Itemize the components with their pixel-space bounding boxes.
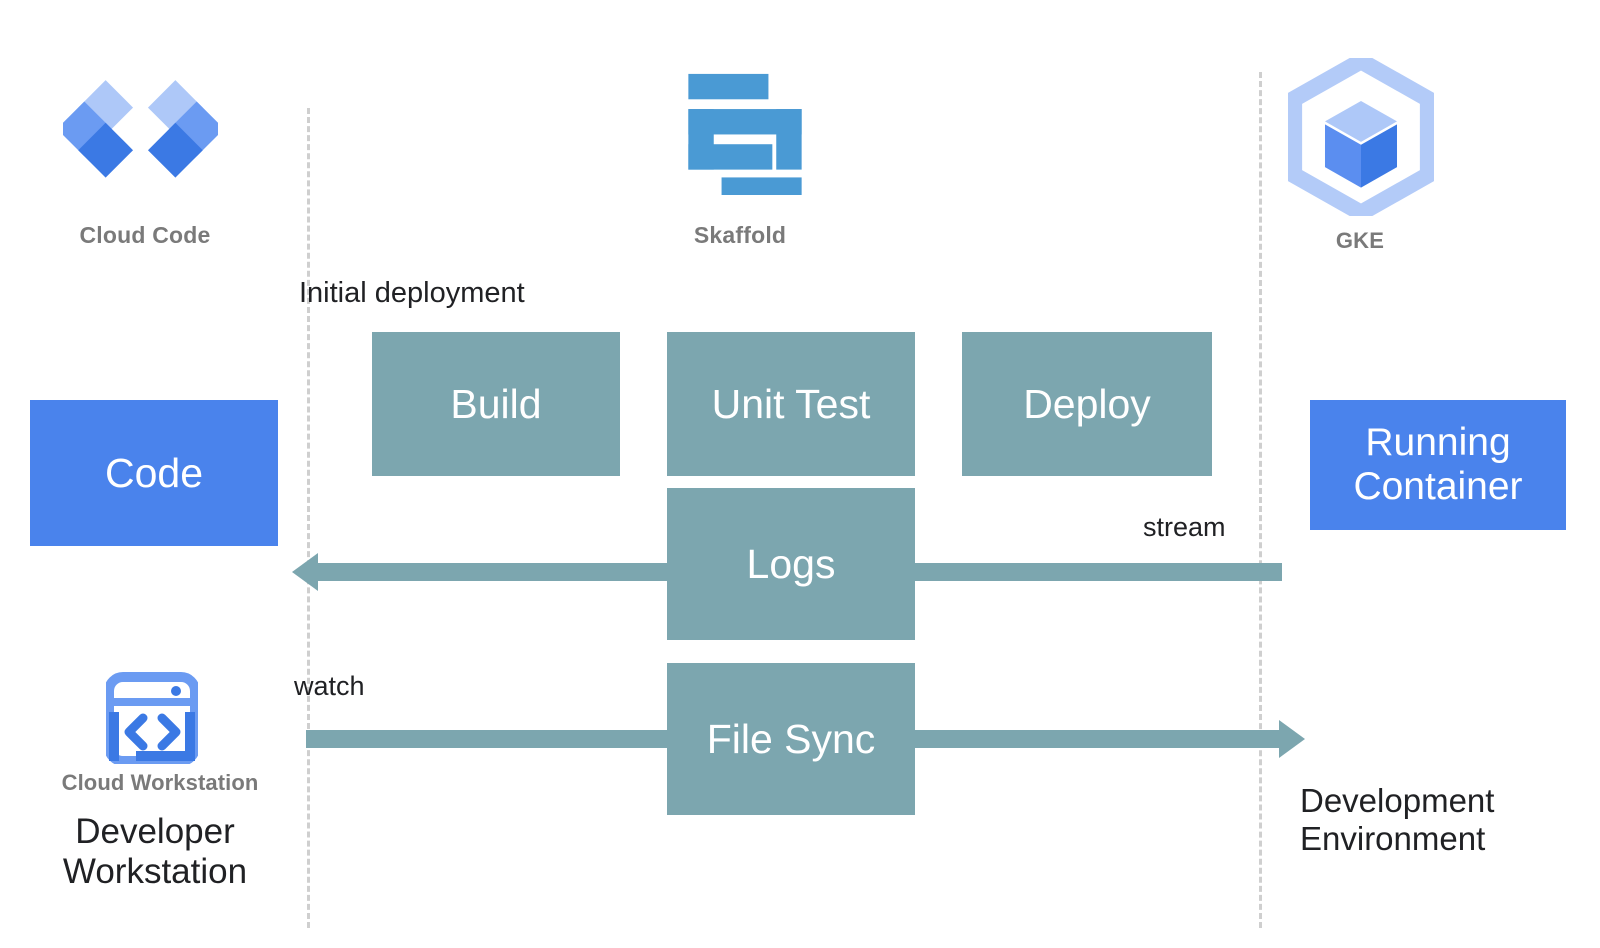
skaffold-caption: Skaffold	[693, 222, 787, 248]
file-sync-arrowhead-icon	[1279, 720, 1305, 758]
logs-arrow-shaft-right	[912, 563, 1282, 581]
cloud-code-diamonds-icon	[56, 78, 225, 203]
code-block[interactable]: Code	[30, 400, 278, 546]
gke-hexagon-cube-icon	[1285, 51, 1437, 223]
logs-arrow-shaft-left	[318, 563, 670, 581]
gke-caption: GKE	[1335, 228, 1385, 253]
cloud-workstation-caption: Cloud Workstation	[61, 770, 259, 795]
stage-block-unit-test[interactable]: Unit Test	[667, 332, 915, 476]
stage-block-deploy[interactable]: Deploy	[962, 332, 1212, 476]
watch-label: watch	[294, 671, 365, 701]
initial-deployment-label: Initial deployment	[299, 277, 525, 309]
cloud-code-caption: Cloud Code	[79, 222, 211, 248]
running-container-block[interactable]: Running Container	[1310, 400, 1566, 530]
boundary-line-right	[1259, 72, 1262, 928]
stage-block-logs[interactable]: Logs	[667, 488, 915, 640]
logs-arrowhead-icon	[292, 553, 318, 591]
file-sync-arrow-shaft-left	[306, 730, 671, 748]
skaffold-s-blocks-icon	[685, 70, 805, 201]
stage-block-file-sync[interactable]: File Sync	[667, 663, 915, 815]
boundary-line-left	[307, 108, 310, 928]
cloud-workstation-code-window-icon	[104, 672, 200, 766]
stream-label: stream	[1143, 512, 1226, 542]
stage-block-build[interactable]: Build	[372, 332, 620, 476]
development-environment-zone-label: Development Environment	[1300, 782, 1495, 857]
developer-workstation-zone-label: Developer Workstation	[62, 812, 248, 891]
file-sync-arrow-shaft-right	[912, 730, 1279, 748]
